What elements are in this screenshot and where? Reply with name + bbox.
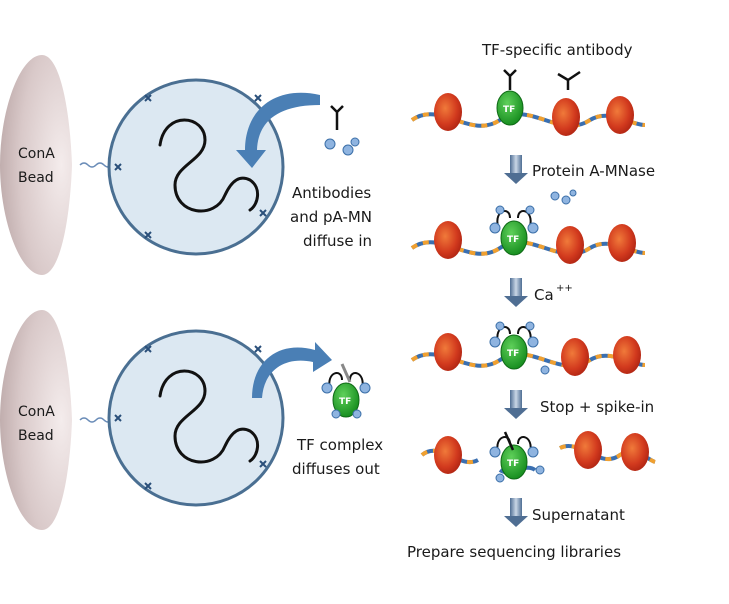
step-label-1: Protein A-MNase xyxy=(532,162,655,180)
workflow-column: TF-specific antibody TF Protein A-MNase xyxy=(407,41,656,561)
nucleosome xyxy=(574,431,602,469)
tf-protein xyxy=(500,334,528,370)
tf-label-bottom-complex: TF xyxy=(339,397,351,407)
dna-row-3: TF xyxy=(410,321,646,376)
tf-label-row2: TF xyxy=(507,235,519,245)
nucleosome xyxy=(556,226,584,264)
nucleosome xyxy=(608,224,636,262)
dna-row-2: TF xyxy=(410,205,646,264)
nucleosome xyxy=(552,98,580,136)
diffuse-out-arrow xyxy=(252,342,332,398)
antibody-icon-heading xyxy=(557,70,581,90)
final-step-label: Prepare sequencing libraries xyxy=(407,543,621,561)
dna-row-1: TF xyxy=(410,69,646,136)
pa-mnase-icon-top xyxy=(324,137,360,156)
nucleosome xyxy=(606,96,634,134)
bottom-nucleus-panel: ConA Bead TF TF complex diffuses out xyxy=(0,310,383,530)
chromatin-top xyxy=(158,118,259,213)
top-caption-1: Antibodies xyxy=(292,184,371,202)
nucleosome xyxy=(434,436,462,474)
nucleosome xyxy=(613,336,641,374)
step-label-4: Supernatant xyxy=(532,506,625,524)
nucleosome xyxy=(434,93,462,131)
bead-linker-top xyxy=(79,162,113,168)
nucleosome xyxy=(561,338,589,376)
antibody-icon-top xyxy=(330,105,344,130)
bottom-caption-1: TF complex xyxy=(296,436,383,454)
diffuse-in-arrow xyxy=(236,92,320,168)
cona-bead-bottom xyxy=(0,310,72,530)
chromatin-bottom xyxy=(158,369,259,464)
tf-protein xyxy=(500,444,528,480)
cona-bead-top xyxy=(0,55,72,275)
nucleus-bottom xyxy=(107,329,285,507)
step-arrow-1 xyxy=(504,155,528,184)
tf-label-row1: TF xyxy=(503,105,515,115)
tf-protein xyxy=(500,220,528,256)
step-label-2-superscript: ++ xyxy=(556,283,573,294)
bead-label-top-2: Bead xyxy=(18,170,54,186)
tf-label-row3: TF xyxy=(507,349,519,359)
step-arrow-2 xyxy=(504,278,528,307)
bottom-caption-2: diffuses out xyxy=(292,460,380,478)
top-caption-2: and pA-MN xyxy=(290,208,372,226)
pa-mnase-icon-step1 xyxy=(550,189,577,205)
nucleosome xyxy=(621,433,649,471)
step-label-3: Stop + spike-in xyxy=(540,398,654,416)
tf-protein xyxy=(496,90,524,126)
tf-complex-icon-bottom: TF xyxy=(321,363,371,419)
nuclear-pores-top xyxy=(114,94,267,239)
step-arrow-3 xyxy=(504,390,528,419)
top-caption-3: diffuse in xyxy=(303,232,372,250)
dna-row-4: TF xyxy=(420,431,656,483)
step-label-2: Ca xyxy=(534,286,554,304)
nucleosome xyxy=(434,333,462,371)
nucleus-top xyxy=(107,78,285,256)
bead-label-bottom-1: ConA xyxy=(18,404,55,420)
antibody-heading: TF-specific antibody xyxy=(481,41,633,59)
tf-label-row4: TF xyxy=(507,459,519,469)
top-nucleus-panel: ConA Bead Antibodies and pA-MN diffuse i… xyxy=(0,55,372,275)
nucleosome xyxy=(434,221,462,259)
step-arrow-4 xyxy=(504,498,528,527)
bead-label-bottom-2: Bead xyxy=(18,428,54,444)
nuclear-pores-bottom xyxy=(114,345,267,490)
bead-linker-bottom xyxy=(79,417,113,423)
bead-label-top-1: ConA xyxy=(18,146,55,162)
